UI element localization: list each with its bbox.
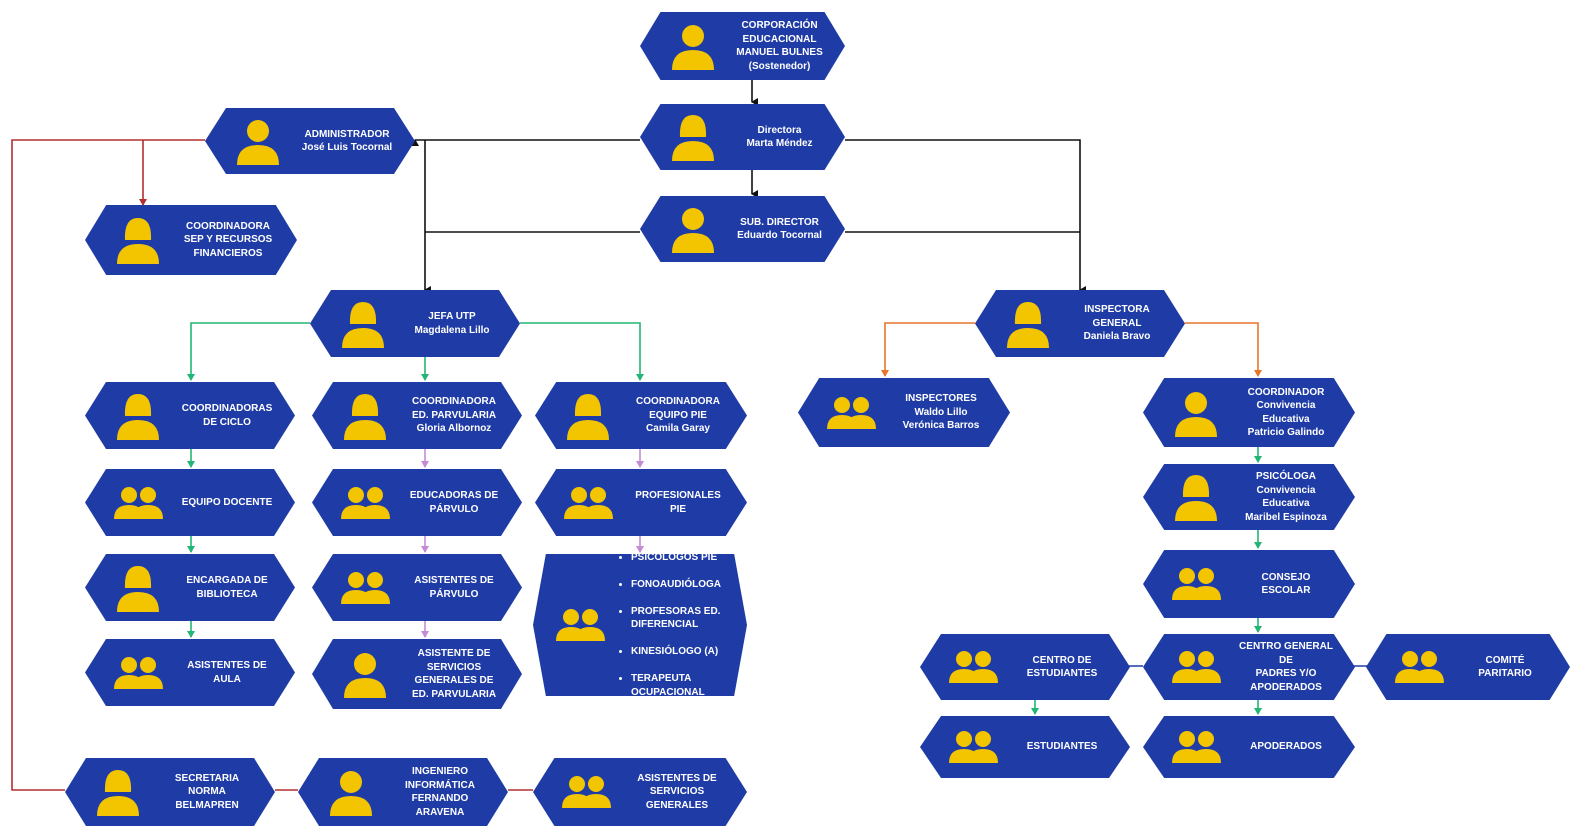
node-apoderados-text: APODERADOS — [1250, 741, 1322, 753]
group-icon — [85, 653, 177, 693]
group-icon — [1143, 564, 1235, 604]
group-icon — [533, 772, 625, 812]
node-comite-paritario-text: COMITÉ PARITARIO — [1478, 654, 1532, 680]
group-icon — [1143, 647, 1235, 687]
person-icon — [640, 203, 732, 255]
woman-icon — [310, 298, 402, 350]
woman-icon — [312, 390, 404, 442]
woman-icon — [85, 562, 177, 614]
group-icon — [85, 483, 177, 523]
node-profesionales-pie-text: PROFESIONALES PIE — [635, 490, 721, 515]
woman-icon — [975, 298, 1067, 350]
woman-icon — [85, 390, 177, 442]
node-profesionales-pie: PROFESIONALES PIE — [535, 469, 747, 536]
group-icon — [1366, 647, 1458, 687]
group-icon — [312, 483, 404, 523]
woman-icon — [1143, 471, 1235, 523]
node-estudiantes-text: ESTUDIANTES — [1026, 741, 1098, 753]
woman-icon — [535, 390, 627, 442]
node-consejo-escolar-text: CONSEJO ESCOLAR — [1261, 571, 1311, 597]
group-icon — [920, 727, 1012, 767]
pie-item: FONOAUDIÓLOGA — [631, 578, 733, 592]
group-icon — [533, 605, 613, 645]
group-icon — [1143, 727, 1235, 767]
woman-icon — [640, 111, 732, 163]
node-pie-lista: PSICÓLOGOS PIE FONOAUDIÓLOGA PROFESORAS … — [533, 554, 747, 696]
node-equipo-docente: EQUIPO DOCENTE — [85, 469, 295, 536]
pie-item: PROFESORAS ED. DIFERENCIAL — [631, 605, 733, 632]
pie-item: PSICÓLOGOS PIE — [631, 554, 733, 564]
group-icon — [798, 393, 890, 433]
person-icon — [640, 20, 732, 72]
group-icon — [312, 568, 404, 608]
node-consejo-escolar: CONSEJO ESCOLAR — [1143, 550, 1355, 618]
person-icon — [1143, 387, 1235, 439]
person-icon — [298, 766, 390, 818]
pie-item: TERAPEUTA OCUPACIONAL — [631, 672, 733, 696]
pie-item: KINESIÓLOGO (A) — [631, 645, 733, 659]
node-equipo-docente-text: EQUIPO DOCENTE — [181, 496, 273, 508]
person-icon — [205, 115, 297, 167]
node-comite-paritario: COMITÉ PARITARIO — [1366, 634, 1570, 700]
node-apoderados: APODERADOS — [1143, 716, 1355, 778]
node-estudiantes: ESTUDIANTES — [920, 716, 1130, 778]
woman-icon — [85, 214, 177, 266]
group-icon — [920, 647, 1012, 687]
person-icon — [312, 648, 404, 700]
woman-icon — [65, 766, 157, 818]
group-icon — [535, 483, 627, 523]
node-pie-lista-text: PSICÓLOGOS PIE FONOAUDIÓLOGA PROFESORAS … — [613, 554, 747, 696]
